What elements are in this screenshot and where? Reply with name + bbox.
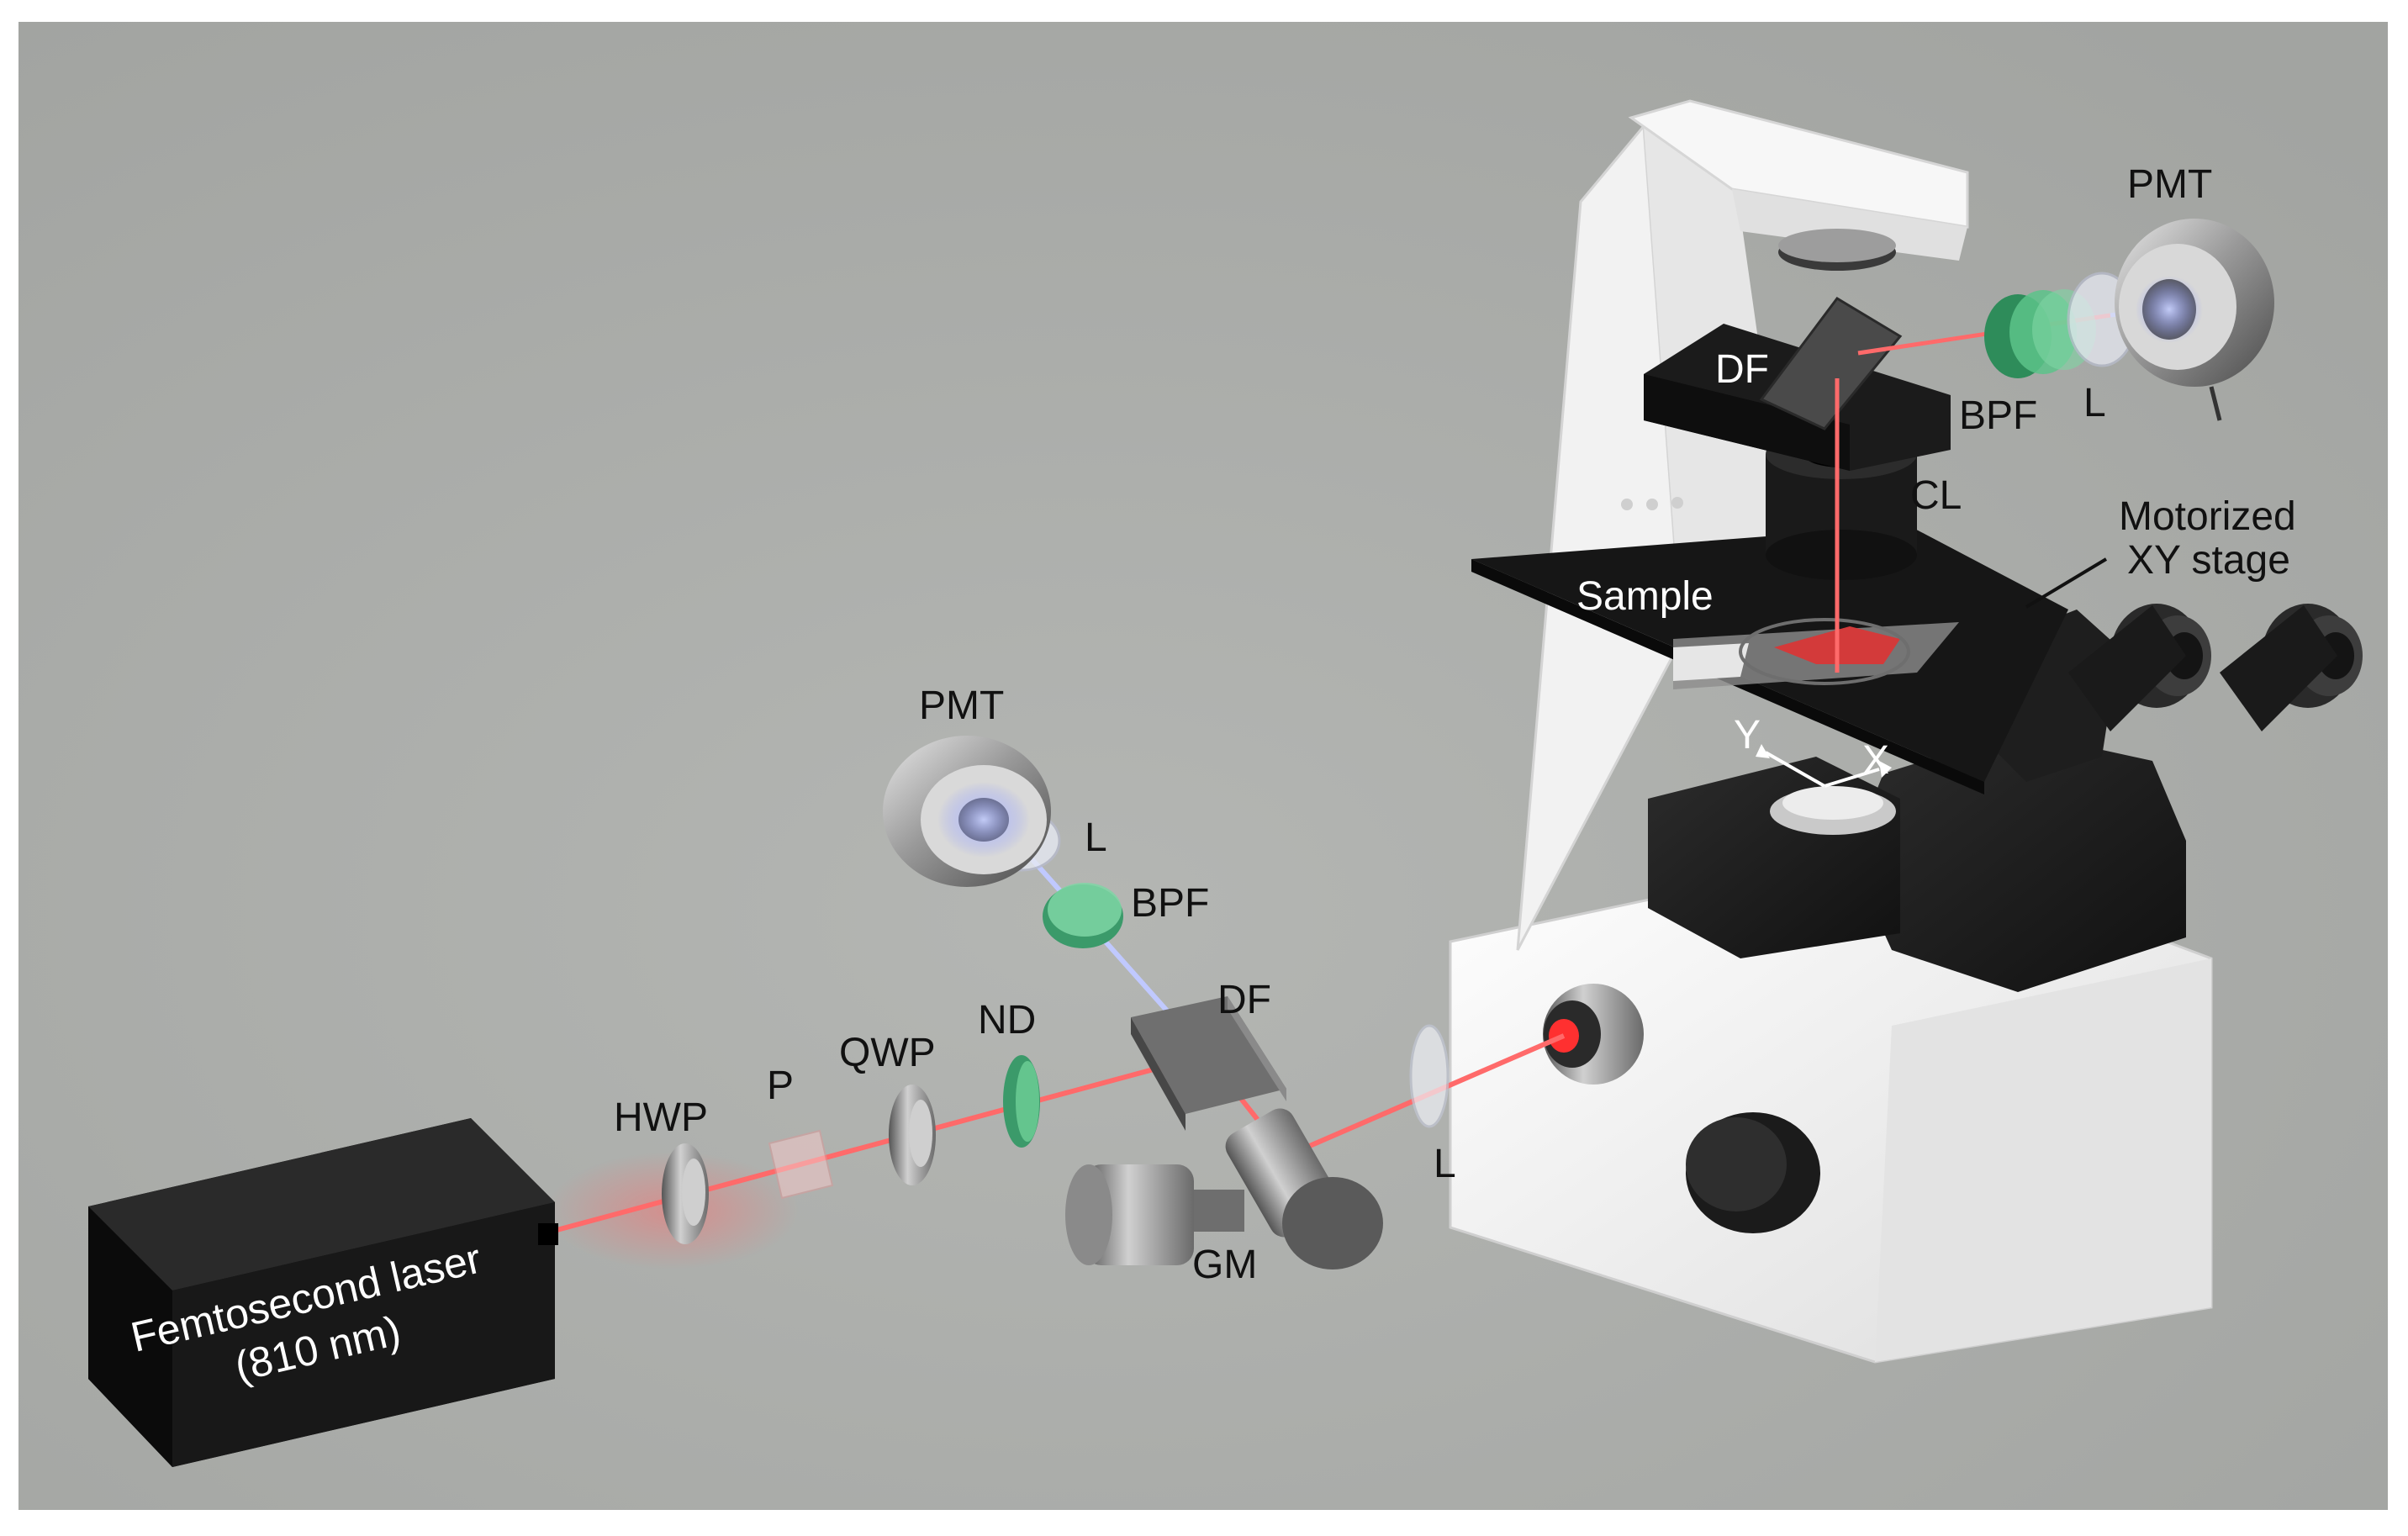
stage-leader-line <box>2025 557 2108 609</box>
half-wave-plate <box>662 1143 709 1244</box>
bottom-lens-label: L <box>1434 1142 1456 1186</box>
sample-label: Sample <box>1576 574 1714 619</box>
top-pmt <box>2115 219 2274 421</box>
left-bandpass-filter <box>1043 883 1123 948</box>
left-pmt <box>883 736 1051 887</box>
xy-axes-indicator <box>1756 744 1892 788</box>
top-dichroic-filter <box>1759 297 1903 430</box>
axis-y-label: Y <box>1734 713 1761 757</box>
top-bpf-label: BPF <box>1959 393 2037 438</box>
stage-label-line2: XY stage <box>2127 538 2290 583</box>
bottom-df-label: DF <box>1217 978 1271 1022</box>
top-pmt-label: PMT <box>2127 162 2212 207</box>
axis-x-label: X <box>1862 738 1889 783</box>
left-pmt-label: PMT <box>919 684 1004 728</box>
top-df-label: DF <box>1715 347 1769 392</box>
nd-filter <box>1003 1055 1040 1148</box>
top-lens-label: L <box>2083 381 2106 425</box>
qwp-label: QWP <box>839 1031 936 1075</box>
polarizer-label: P <box>767 1064 794 1108</box>
focus-knob <box>1686 1112 1820 1233</box>
eyepiece-assembly <box>1850 604 2363 992</box>
bottom-lens <box>1409 1024 1450 1128</box>
cl-label: CL <box>1910 473 1962 518</box>
galvo-mirrors <box>1065 1108 1383 1269</box>
left-lens-label: L <box>1085 816 1107 860</box>
motorized-xy-stage <box>1471 525 2068 794</box>
femtosecond-laser <box>88 1118 558 1467</box>
polarizer <box>768 1129 834 1200</box>
microscope-input-port <box>1543 984 1644 1085</box>
gm-label: GM <box>1192 1243 1257 1287</box>
nd-label: ND <box>978 998 1036 1042</box>
hwp-label: HWP <box>614 1095 708 1140</box>
objective-turret <box>1648 757 1900 958</box>
bottom-dichroic-filter <box>1131 996 1286 1131</box>
quarter-wave-plate <box>889 1085 936 1185</box>
stage-label-line1: Motorized <box>2119 494 2296 539</box>
left-bpf-label: BPF <box>1131 881 1209 926</box>
